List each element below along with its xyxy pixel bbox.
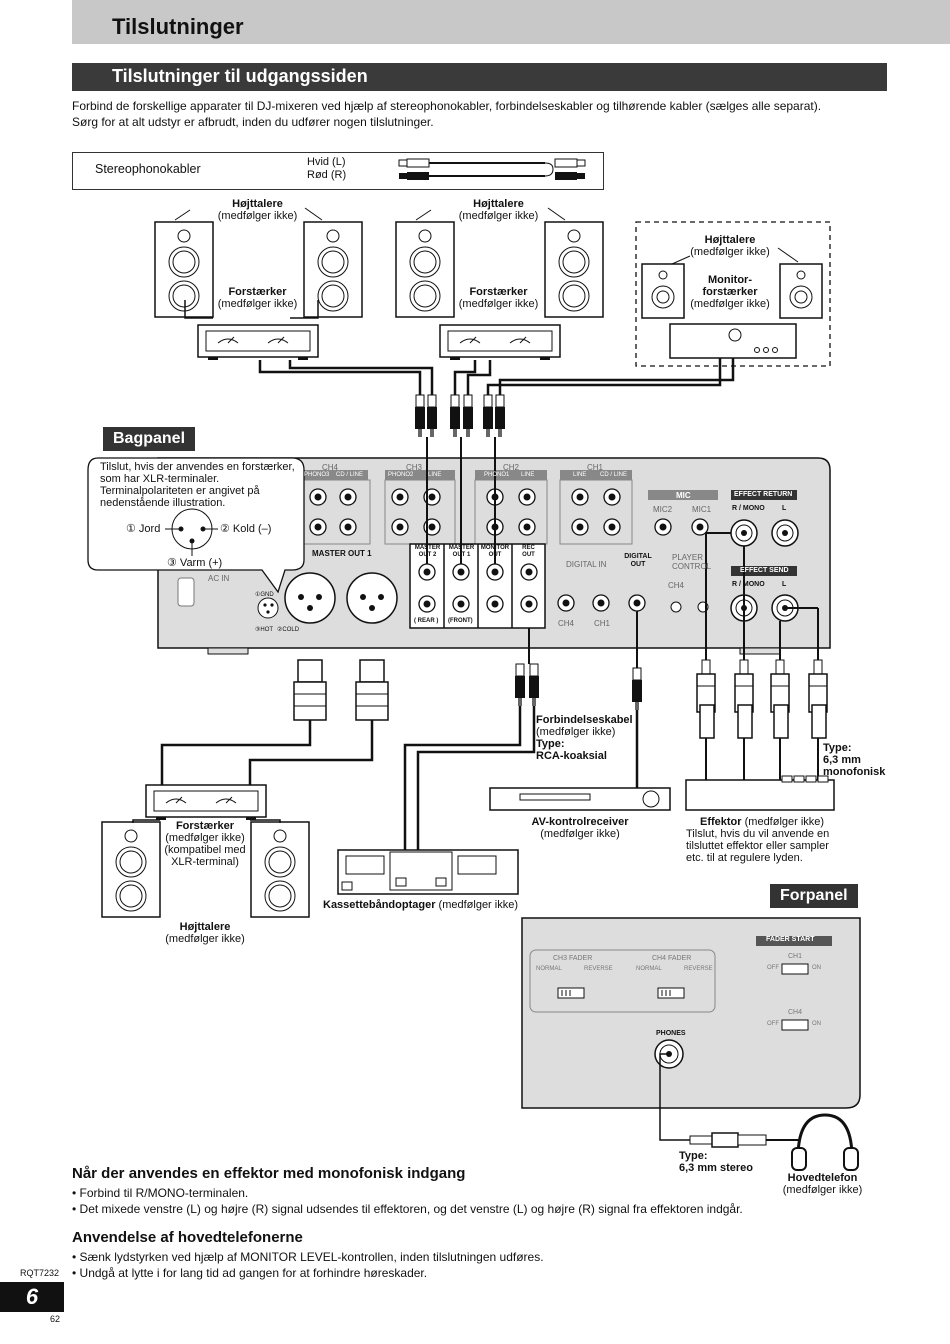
cassette-label: Kassettebåndoptager (medfølger ikke) xyxy=(323,899,519,911)
small-page-number: 62 xyxy=(50,1314,61,1324)
gnd-label: ①GND xyxy=(255,592,274,598)
headphone-section: Anvendelse af hovedtelefonerne Sænk lyds… xyxy=(72,1229,887,1281)
rear-label: ( REAR ) xyxy=(414,618,439,624)
ch4-input-1: PHONO3 xyxy=(304,472,330,478)
ch4-reverse: REVERSE xyxy=(684,966,713,972)
ch2-input-1: PHONO1 xyxy=(484,472,510,478)
cable-legend: Stereophonokabler Hvid (L) Rød (R) xyxy=(72,152,604,190)
ch2-input-2: LINE xyxy=(521,472,535,478)
speaker-label-1: Højttalere(medfølger ikke) xyxy=(217,198,298,222)
monitor-amp-label: Monitor-forstærker(medfølger ikke) xyxy=(690,274,770,310)
ch3-normal: NORMAL xyxy=(536,966,562,972)
xlr-pin-1: ① Jord xyxy=(126,523,161,535)
mic1-label: MIC1 xyxy=(692,505,712,514)
effector-item-1: Forbind til R/MONO-terminalen. xyxy=(72,1185,887,1201)
fader-start-label: FADER START xyxy=(766,936,815,943)
ac-in-label: AC IN xyxy=(208,574,230,583)
cold-label: ②COLD xyxy=(277,627,300,633)
cable-legend-name: Stereophonokabler xyxy=(95,162,201,176)
digital-in-label: DIGITAL IN xyxy=(566,560,607,569)
master-out1-xlr-label: MASTER OUT 1 xyxy=(312,549,372,558)
ch4-on: ON xyxy=(812,1021,821,1027)
ch3-label: CH3 xyxy=(406,463,423,472)
ch2-label: CH2 xyxy=(503,463,520,472)
hot-label: ③HOT xyxy=(255,627,274,633)
ch3-reverse: REVERSE xyxy=(584,966,613,972)
xlr-pin-2: ② Kold (–) xyxy=(220,523,272,535)
section-title: Tilslutninger til udgangssiden xyxy=(112,66,368,86)
ch3-input-1: PHONO2 xyxy=(388,472,414,478)
cable-legend-red: Rød (R) xyxy=(307,169,347,181)
digital-in-ch4: CH4 xyxy=(558,619,575,628)
effect-return-l: L xyxy=(782,505,787,512)
intro-line-1: Forbind de forskellige apparater til DJ-… xyxy=(72,99,822,113)
fader-start-ch1: CH1 xyxy=(788,953,803,960)
av-receiver-label: AV-kontrolreceiver(medfølger ikke) xyxy=(531,816,629,840)
xlr-speaker-label: Højttalere(medfølger ikke) xyxy=(165,921,245,945)
forpanel-label: Forpanel xyxy=(770,884,858,908)
effector-section-title: Når der anvendes en effektor med monofon… xyxy=(72,1165,466,1182)
effect-send-label: EFFECT SEND xyxy=(740,567,789,574)
amp-label-1: Forstærker(medfølger ikke) xyxy=(217,286,298,310)
effect-send-rmono: R / MONO xyxy=(732,581,765,588)
cable-legend-white: Hvid (L) xyxy=(307,156,346,168)
effector-item-2: Det mixede venstre (L) og højre (R) sign… xyxy=(72,1201,887,1217)
intro-line-2: Sørg for at alt udstyr er afbrudt, inden… xyxy=(72,115,434,129)
connection-cable-label: Forbindelseskabel(medfølger ikke) Type:R… xyxy=(536,714,633,762)
mic2-label: MIC2 xyxy=(653,505,673,514)
headphone-type-label: Type:6,3 mm stereo xyxy=(679,1150,753,1174)
ch3-input-2: LINE xyxy=(428,472,442,478)
page-title: Tilslutninger xyxy=(112,14,244,39)
headphone-section-title: Anvendelse af hovedtelefonerne xyxy=(72,1229,303,1246)
digital-in-ch1: CH1 xyxy=(594,619,611,628)
headphone-item-1: Sænk lydstyrken ved hjælp af MONITOR LEV… xyxy=(72,1249,887,1265)
effector-section: Når der anvendes en effektor med monofon… xyxy=(72,1165,887,1217)
ch3-fader-label: CH3 FADER xyxy=(553,955,593,962)
player-ch4: CH4 xyxy=(668,581,685,590)
ch4-fader-label: CH4 FADER xyxy=(652,955,692,962)
mic-label: MIC xyxy=(676,491,691,500)
ch4-input-2: CD / LINE xyxy=(336,472,364,478)
effect-return-label: EFFECT RETURN xyxy=(734,491,793,498)
ch1-input-1: LINE xyxy=(573,472,587,478)
ch4-off: OFF xyxy=(767,1021,779,1027)
xlr-pin-3: ③ Varm (+) xyxy=(167,557,223,569)
headphone-item-2: Undgå at lytte i for lang tid ad gangen … xyxy=(72,1265,887,1281)
effect-send-l: L xyxy=(782,581,787,588)
amp-label-2: Forstærker(medfølger ikke) xyxy=(458,286,539,310)
effect-return-rmono: R / MONO xyxy=(732,505,765,512)
ch1-on: ON xyxy=(812,965,821,971)
ch1-input-2: CD / LINE xyxy=(600,472,628,478)
monitor-speaker-label: Højttalere(medfølger ikke) xyxy=(690,234,770,258)
xlr-callout-text: Tilslut, hvis der anvendes en forstærker… xyxy=(100,461,295,509)
speaker-label-2: Højttalere(medfølger ikke) xyxy=(458,198,539,222)
phones-label: PHONES xyxy=(656,1030,686,1037)
front-label: (FRONT) xyxy=(448,618,473,624)
ch4-label: CH4 xyxy=(322,463,339,472)
page-header: Tilslutninger xyxy=(72,0,950,44)
bagpanel-label: Bagpanel xyxy=(103,427,196,451)
ch4-normal: NORMAL xyxy=(636,966,662,972)
xlr-amp-label: Forstærker(medfølger ikke)(kompatibel me… xyxy=(164,820,246,868)
cable-legend-icon xyxy=(398,158,586,180)
ch1-off: OFF xyxy=(767,965,779,971)
intro-text: Forbind de forskellige apparater til DJ-… xyxy=(72,98,887,130)
ch1-label: CH1 xyxy=(587,463,604,472)
effector-label: Effektor (medfølger ikke) Tilslut, hvis … xyxy=(686,816,830,864)
section-bar: Tilslutninger til udgangssiden xyxy=(72,63,887,91)
page-number: 6 xyxy=(0,1282,64,1312)
model-number: RQT7232 xyxy=(20,1268,60,1278)
fader-start-ch4: CH4 xyxy=(788,1009,803,1016)
